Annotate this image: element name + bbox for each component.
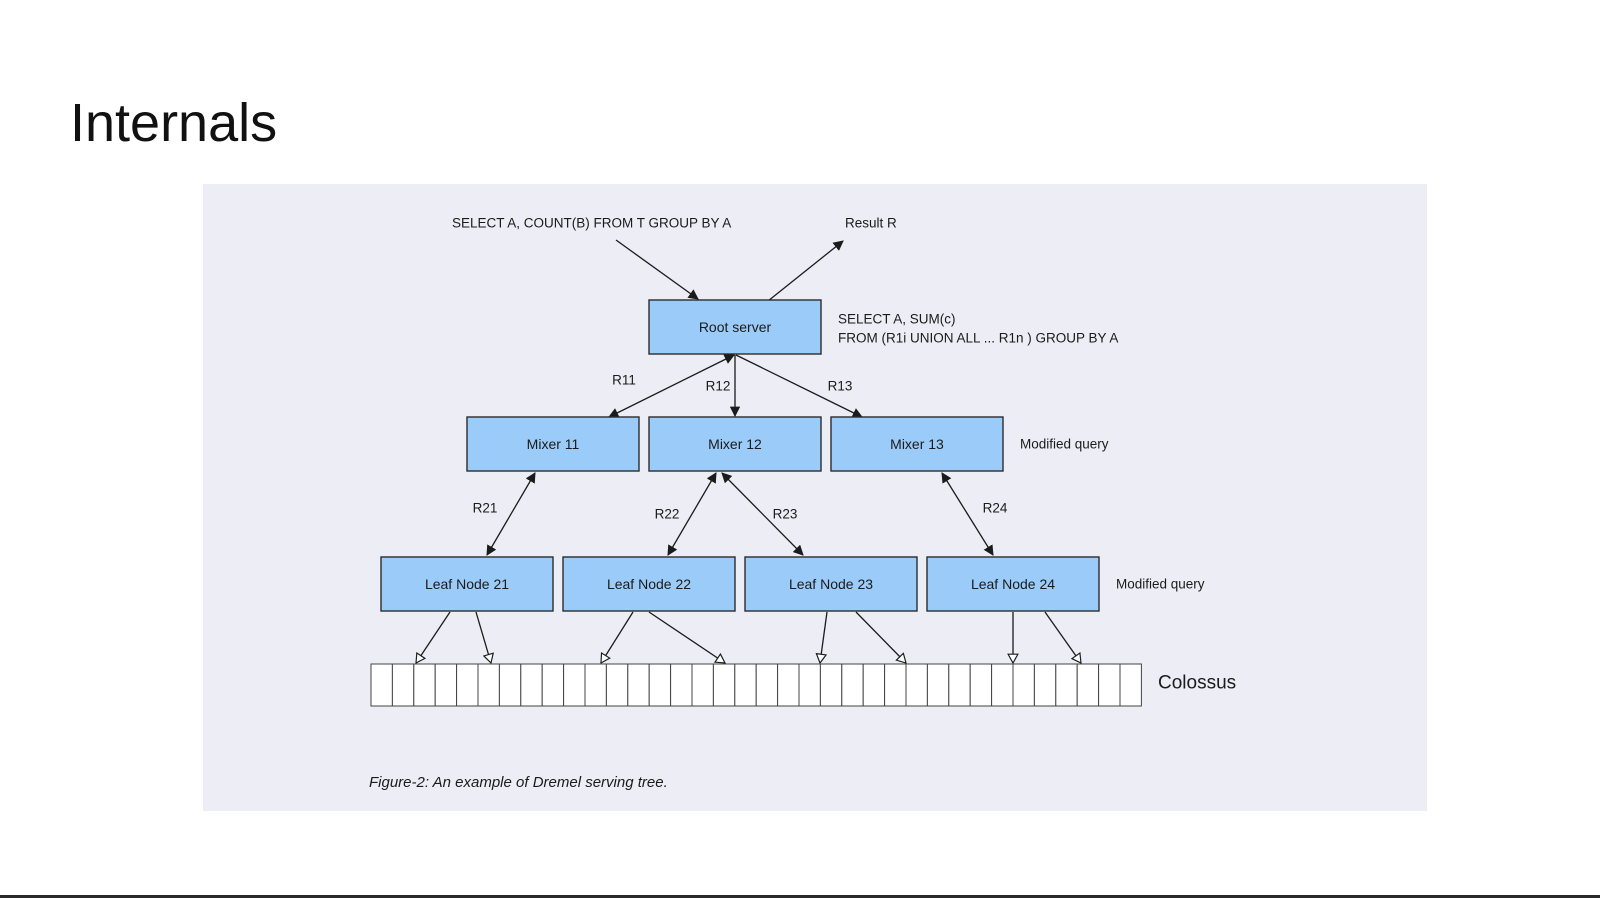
- storage-cell: [1098, 663, 1121, 707]
- leaf-node-22: Leaf Node 22: [562, 556, 736, 612]
- root-query-line1: SELECT A, SUM(c): [838, 312, 956, 327]
- storage-cell: [563, 663, 586, 707]
- storage-cell: [584, 663, 607, 707]
- edge-mixer-12-leaf-22: [667, 472, 717, 556]
- edge-mixer-12-leaf-23: [721, 472, 804, 556]
- mixer-13-node: Mixer 13: [830, 416, 1004, 472]
- storage-cell: [1055, 663, 1078, 707]
- edge-leaf-21-storage-b: [475, 611, 491, 663]
- storage-cell: [819, 663, 843, 707]
- bottom-border: [0, 895, 1600, 898]
- storage-cell: [520, 663, 543, 707]
- edge-label-r11: R11: [612, 373, 636, 388]
- edge-root-mixer-11: [608, 354, 735, 418]
- storage-cell: [798, 663, 821, 707]
- colossus-storage-strip: [370, 663, 1142, 707]
- leaf-node-22-label: Leaf Node 22: [607, 576, 691, 592]
- storage-cell: [1033, 663, 1057, 707]
- edge-query-to-root: [615, 239, 699, 300]
- edge-leaf-21-storage-a: [416, 611, 451, 663]
- mixer-11-label: Mixer 11: [527, 436, 580, 452]
- edge-root-to-result: [767, 240, 844, 302]
- storage-cell: [477, 663, 500, 707]
- mixer-12-node: Mixer 12: [648, 416, 822, 472]
- edge-root-mixer-13: [735, 354, 863, 418]
- leaf-modified-query-note: Modified query: [1116, 577, 1205, 592]
- edge-label-r24: R24: [983, 501, 1008, 516]
- storage-cell: [456, 663, 479, 707]
- leaf-node-21-label: Leaf Node 21: [425, 576, 509, 592]
- edge-leaf-23-storage-a: [820, 611, 828, 663]
- mixer-modified-query-note: Modified query: [1020, 437, 1109, 452]
- mixer-13-label: Mixer 13: [890, 436, 944, 452]
- root-query-line2: FROM (R1i UNION ALL ... R1n ) GROUP BY A: [838, 331, 1118, 346]
- storage-cell: [498, 663, 522, 707]
- storage-cell: [434, 663, 458, 707]
- storage-cell: [841, 663, 864, 707]
- edge-leaf-22-storage-a: [601, 611, 634, 663]
- leaf-node-24: Leaf Node 24: [926, 556, 1100, 612]
- root-server-node: Root server: [648, 299, 822, 355]
- storage-cell: [991, 663, 1014, 707]
- edge-label-r22: R22: [655, 507, 680, 522]
- edge-mixer-11-leaf-21: [486, 472, 536, 556]
- storage-cell: [734, 663, 757, 707]
- storage-cell: [627, 663, 650, 707]
- edge-mixer-13-leaf-24: [941, 472, 994, 556]
- storage-cell: [691, 663, 714, 707]
- storage-cell: [1012, 663, 1035, 707]
- storage-cell: [413, 663, 436, 707]
- storage-cell: [862, 663, 886, 707]
- storage-cell: [670, 663, 693, 707]
- edge-label-r12: R12: [706, 379, 731, 394]
- slide-title: Internals: [70, 93, 278, 153]
- edge-leaf-22-storage-b: [648, 611, 725, 663]
- storage-cell: [370, 663, 393, 707]
- storage-cell: [1076, 663, 1100, 707]
- storage-cell: [884, 663, 907, 707]
- root-server-label: Root server: [699, 319, 772, 335]
- leaf-node-23: Leaf Node 23: [744, 556, 918, 612]
- leaf-node-21: Leaf Node 21: [380, 556, 554, 612]
- storage-cell: [948, 663, 971, 707]
- storage-cell: [755, 663, 779, 707]
- storage-cell: [391, 663, 415, 707]
- top-query-label: SELECT A, COUNT(B) FROM T GROUP BY A: [452, 216, 731, 231]
- edge-label-r13: R13: [828, 379, 853, 394]
- mixer-12-label: Mixer 12: [708, 436, 762, 452]
- edge-leaf-24-storage-b: [1044, 611, 1081, 663]
- leaf-node-24-label: Leaf Node 24: [971, 576, 1055, 592]
- edge-label-r23: R23: [773, 507, 798, 522]
- storage-cell: [541, 663, 565, 707]
- storage-cell: [777, 663, 800, 707]
- storage-cell: [605, 663, 629, 707]
- storage-cell: [905, 663, 928, 707]
- mixer-11-node: Mixer 11: [466, 416, 640, 472]
- storage-cell: [1119, 663, 1142, 707]
- storage-cell: [969, 663, 993, 707]
- result-label: Result R: [845, 216, 897, 231]
- storage-cell: [648, 663, 672, 707]
- colossus-label: Colossus: [1158, 673, 1236, 694]
- edge-label-r21: R21: [473, 501, 498, 516]
- leaf-node-23-label: Leaf Node 23: [789, 576, 873, 592]
- edge-leaf-23-storage-b: [855, 611, 906, 663]
- storage-cell: [712, 663, 736, 707]
- storage-cell: [926, 663, 950, 707]
- figure-caption: Figure-2: An example of Dremel serving t…: [369, 774, 668, 791]
